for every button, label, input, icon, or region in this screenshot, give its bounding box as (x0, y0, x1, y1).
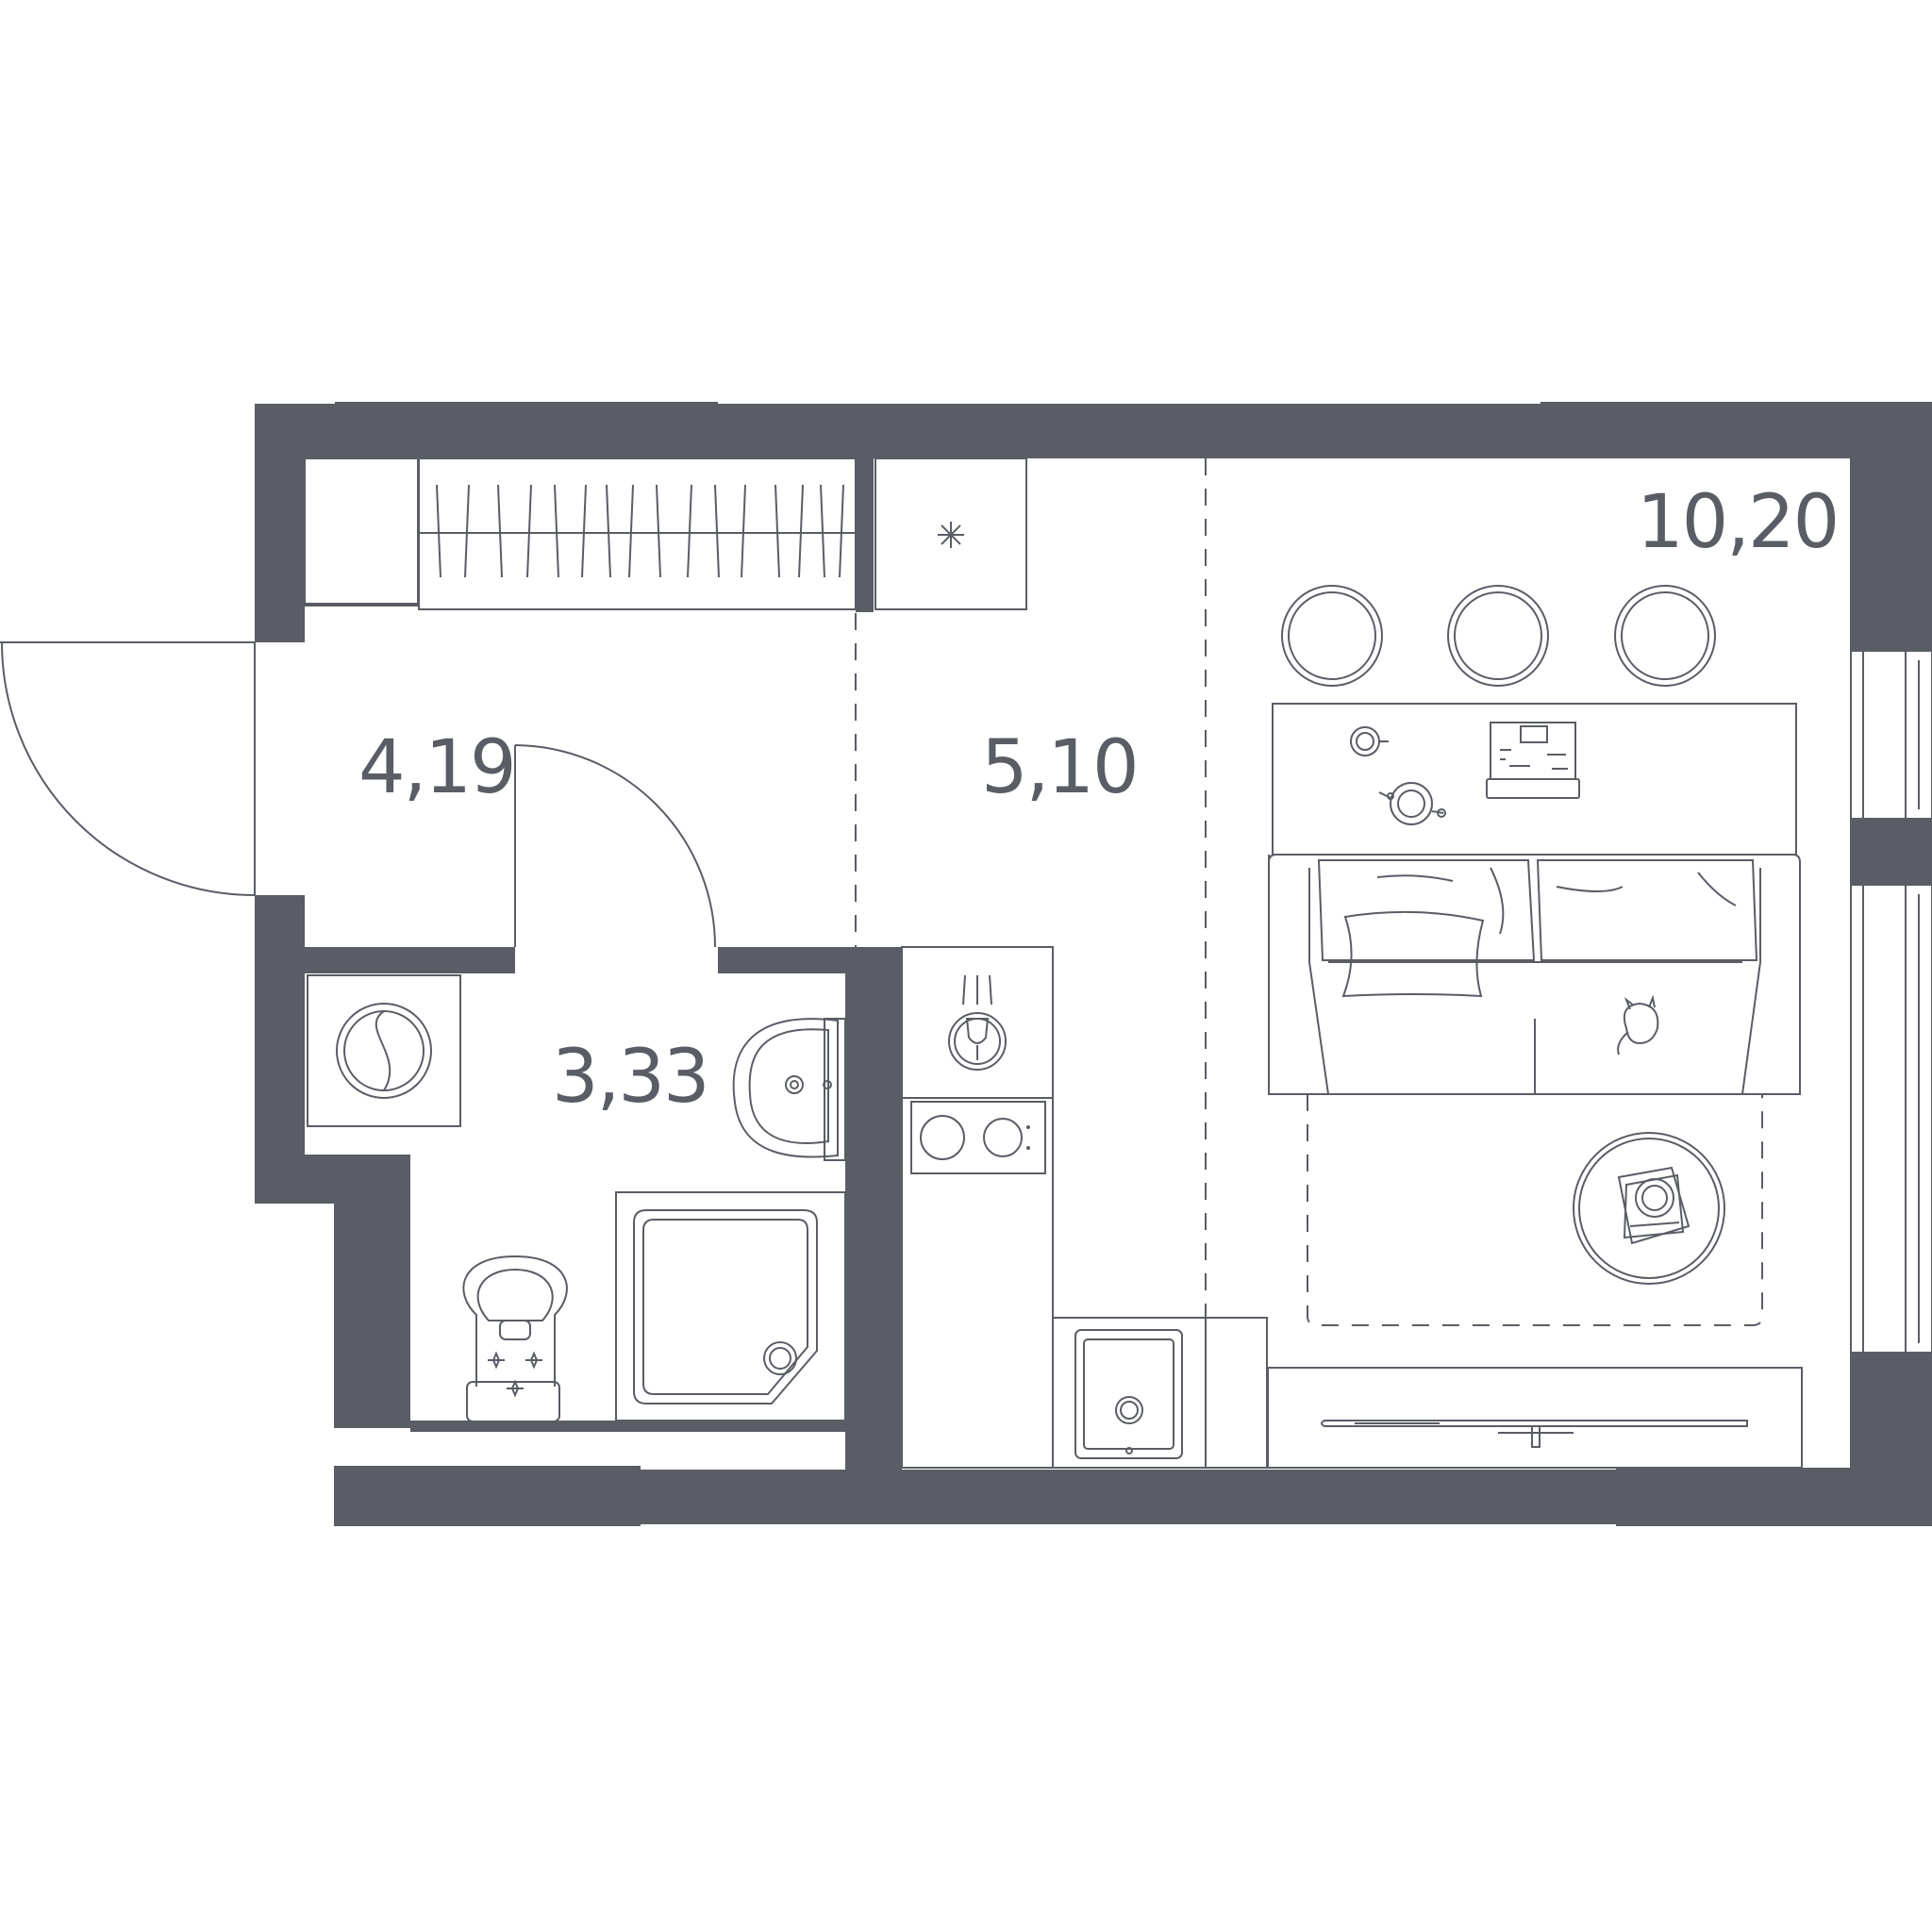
zone-dividers (855, 458, 1207, 1468)
bathroom-door (514, 744, 716, 948)
coffee-table (1573, 1132, 1725, 1285)
sofa (1268, 854, 1801, 1095)
area-label-living: 10,20 (1637, 480, 1838, 565)
toilet (462, 1255, 568, 1422)
entrance-door (0, 641, 256, 896)
area-labels: 4,19 5,10 10,20 3,33 (358, 480, 1840, 1120)
washing-machine (307, 974, 461, 1127)
area-label-bathroom: 3,33 (552, 1035, 708, 1120)
bar-stools (1281, 585, 1716, 687)
wardrobe (304, 457, 857, 610)
rug (1307, 1094, 1763, 1326)
bar-table (1272, 703, 1797, 856)
tv-unit (1267, 1367, 1803, 1469)
fridge (874, 457, 1027, 610)
walls (255, 402, 1932, 1526)
area-label-kitchen: 5,10 (981, 725, 1138, 810)
area-label-hallway: 4,19 (358, 725, 515, 810)
kitchen-unit (901, 946, 1268, 1469)
shower (615, 1191, 846, 1421)
bathroom-sink (732, 1018, 846, 1161)
window (1850, 650, 1932, 1354)
